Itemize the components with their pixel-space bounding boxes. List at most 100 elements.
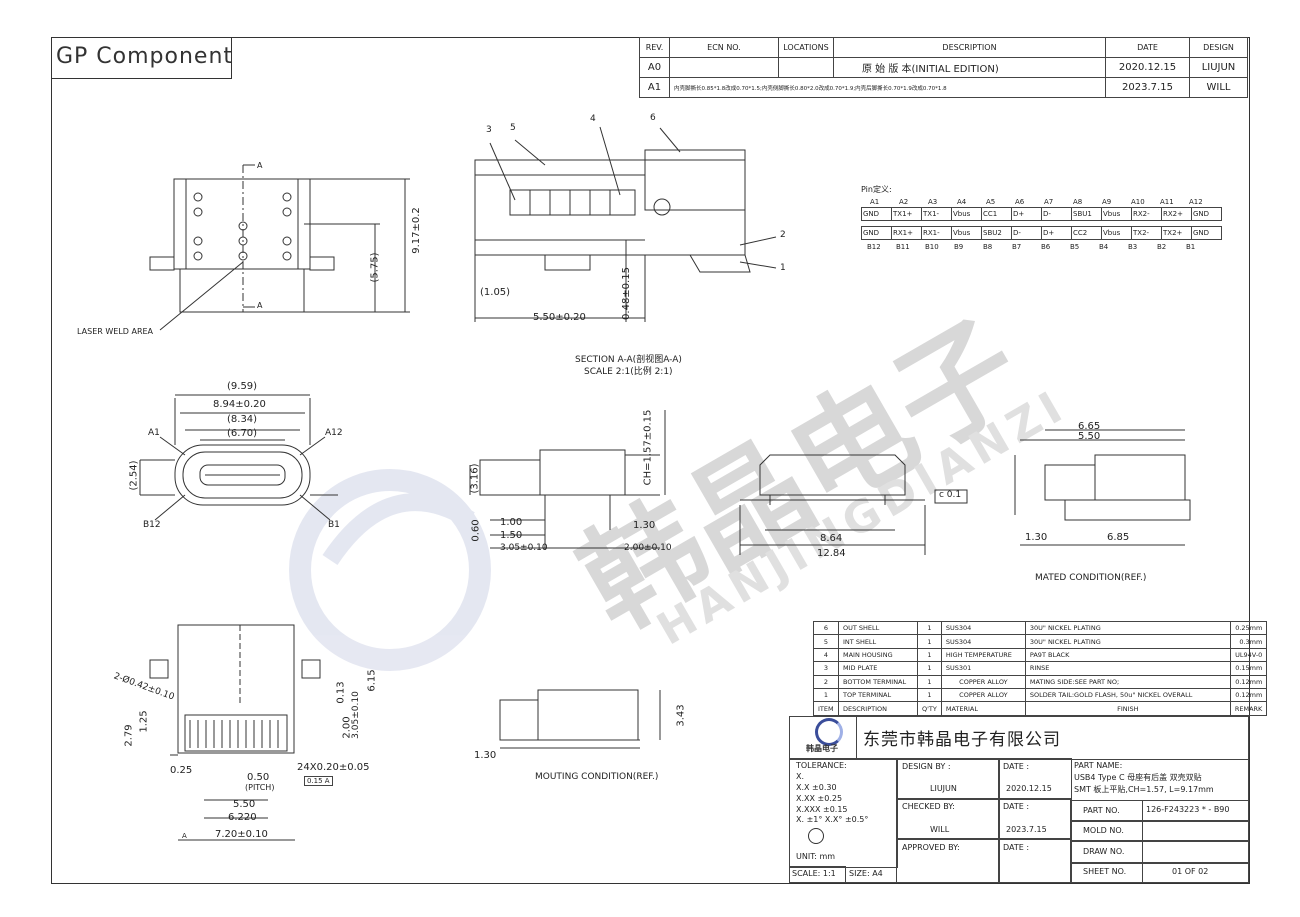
pin-bottom-label: B7 (1012, 243, 1022, 251)
dim-section-length: 5.50±0.20 (533, 312, 586, 323)
laser-weld-label: LASER WELD AREA (77, 327, 154, 336)
pin-definition-title: Pin定义: (861, 185, 892, 194)
pin-bottom-label: B6 (1041, 243, 1051, 251)
pin-bottom-label: B3 (1128, 243, 1138, 251)
pin-bottom-label: B8 (983, 243, 993, 251)
dim-front-offset: (1.05) (480, 287, 511, 298)
section-scale: SCALE 2:1(比例 2:1) (584, 367, 673, 377)
pin-top-label: A9 (1102, 198, 1112, 206)
pin-bottom-label: B1 (1186, 243, 1196, 251)
date-label: DATE : (1003, 762, 1030, 771)
dim-025: 0.25 (170, 765, 193, 776)
tolerance-row: X.X ±0.30 (796, 783, 837, 792)
designer-name: LIUJUN (930, 784, 957, 793)
logo-cell (789, 716, 857, 760)
tolerance-row: X.XX ±0.25 (796, 794, 843, 803)
size-label: SIZE: A4 (849, 869, 883, 878)
pin-top-label: A2 (899, 198, 909, 206)
datum-mark: A (182, 832, 187, 840)
rear-view (739, 454, 968, 555)
revision-table: REV. ECN NO. LOCATIONS DESCRIPTION DATE … (639, 37, 1248, 98)
dim-615: 6.15 (366, 669, 378, 692)
dim-125: 1.25 (138, 710, 150, 733)
dim-tongue-width: (6.70) (227, 428, 258, 439)
callout-2: 2 (780, 230, 786, 240)
dim-100: 1.00 (500, 517, 523, 528)
section-title: SECTION A-A(剖视图A-A) (575, 355, 682, 365)
tolerance-cell (789, 758, 898, 868)
pin-top-label: A7 (1044, 198, 1054, 206)
checker-name: WILL (930, 825, 950, 834)
watermark (289, 469, 491, 671)
approved-by-label: APPROVED BY: (902, 843, 960, 852)
pin-top-label: A10 (1131, 198, 1145, 206)
dim-opening-height: (2.54) (128, 460, 140, 491)
dim-opening-width: (8.34) (227, 414, 258, 425)
callout-4: 4 (590, 114, 596, 124)
pin-label-b1: B1 (328, 520, 340, 530)
dim-body-length: (5.75) (369, 252, 381, 283)
section-view (474, 126, 777, 322)
sheet-no-label: SHEET NO. (1083, 867, 1127, 876)
dim-total-length: 9.17±0.2 (410, 207, 422, 254)
mold-no-label: MOLD NO. (1083, 826, 1124, 835)
tolerance-row: X. (796, 772, 805, 781)
dim-tail-height: 0.48±0.15 (620, 267, 632, 320)
pin-bottom-label: B5 (1070, 243, 1080, 251)
pin-top-label: A12 (1189, 198, 1203, 206)
dim-343: 3.43 (675, 704, 687, 727)
revision-row: A0 原 始 版 本(INITIAL EDITION) 2020.12.15 L… (639, 57, 1248, 78)
revision-row: A1 内壳脚撕长0.85*1.8改成0.70*1.5;内壳侧脚撕长0.80*2.… (639, 77, 1248, 98)
mated-view (1014, 429, 1191, 546)
sheet-no: 01 OF 02 (1172, 867, 1209, 876)
pin-bottom-label: B10 (925, 243, 939, 251)
pin-top-label: A3 (928, 198, 938, 206)
part-no-label: PART NO. (1083, 806, 1120, 815)
callout-1: 1 (780, 263, 786, 273)
company-logo-icon (815, 718, 843, 746)
pin-bottom-label: B2 (1157, 243, 1167, 251)
unit-label: UNIT: mm (796, 852, 836, 861)
footprint-view (149, 624, 321, 841)
dim-ch-height: CH=1.57±0.15 (642, 409, 654, 486)
dim-6220: 6.220 (228, 812, 257, 823)
dim-overall-width: (9.59) (227, 381, 258, 392)
pin-label-a12: A12 (325, 428, 343, 438)
title-box (51, 37, 232, 79)
top-view (149, 164, 410, 331)
dim-side-height: (3.16) (469, 463, 481, 494)
dim-130c: 1.30 (474, 750, 497, 761)
side-view (469, 410, 666, 550)
pin-bottom-label: B9 (954, 243, 964, 251)
callout-5: 5 (510, 123, 516, 133)
pin-bottom-label: B12 (867, 243, 881, 251)
projection-symbol-icon (808, 828, 824, 844)
dim-200: 2.00±0.10 (624, 543, 672, 553)
dim-130: 1.30 (633, 520, 656, 531)
company-name: 东莞市韩晶电子有限公司 (863, 730, 1061, 750)
callout-6: 6 (650, 113, 656, 123)
checked-date-label: DATE : (1003, 802, 1030, 811)
pin-top-label: A11 (1160, 198, 1174, 206)
dim-279: 2.79 (123, 724, 135, 747)
dim-200b: 2.00 (341, 716, 353, 739)
dim-130b: 1.30 (1025, 532, 1048, 543)
dim-550c: 5.50 (233, 799, 256, 810)
pin-top-label: A4 (957, 198, 967, 206)
dim-720: 7.20±0.10 (215, 829, 268, 840)
callout-3: 3 (486, 125, 492, 135)
draw-no-label: DRAW NO. (1083, 847, 1125, 856)
part-name-line2: SMT 板上平贴,CH=1.57, L=9.17mm (1074, 785, 1214, 794)
front-view (139, 394, 338, 521)
dim-013: 0.13 (335, 681, 347, 704)
pin-label-b12: B12 (143, 520, 161, 530)
dim-060: 0.60 (470, 519, 482, 542)
checked-by-label: CHECKED BY: (902, 802, 955, 811)
mounting-view (499, 689, 661, 749)
